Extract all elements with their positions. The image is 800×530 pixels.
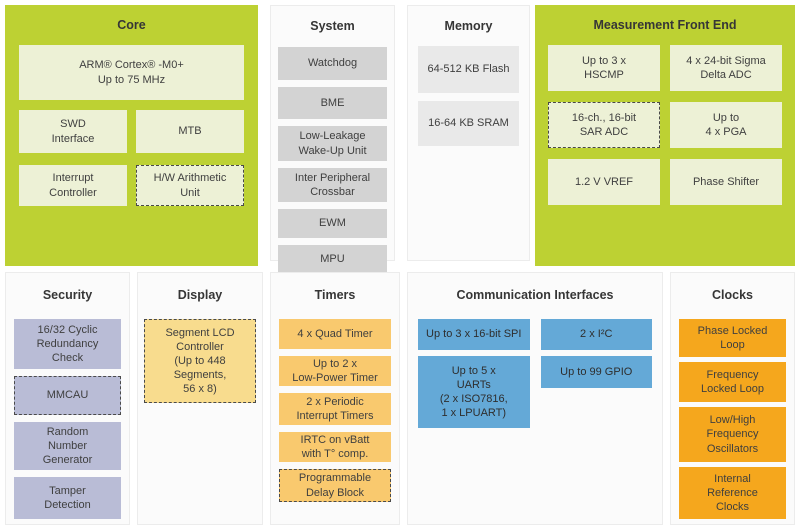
block-phase-shifter: Phase Shifter bbox=[670, 159, 782, 205]
block-flash: 64-512 KB Flash bbox=[418, 46, 519, 93]
clocks-section: Clocks Phase Locked Loop Frequency Locke… bbox=[670, 272, 795, 525]
memory-section: Memory 64-512 KB Flash 16-64 KB SRAM bbox=[407, 5, 530, 261]
block-ewm: EWM bbox=[278, 209, 387, 238]
block-random-number-generator: Random Number Generator bbox=[14, 422, 121, 470]
timers-section-title: Timers bbox=[314, 288, 356, 302]
block-internal-reference-clocks: Internal Reference Clocks bbox=[679, 467, 786, 519]
block-frequency-locked-loop: Frequency Locked Loop bbox=[679, 362, 786, 402]
clocks-section-title: Clocks bbox=[712, 288, 753, 302]
block-crc: 16/32 Cyclic Redundancy Check bbox=[14, 319, 121, 369]
block-spi: Up to 3 x 16-bit SPI bbox=[418, 319, 530, 350]
core-section-title: Core bbox=[117, 18, 146, 32]
security-section-title: Security bbox=[42, 288, 93, 302]
block-mtb: MTB bbox=[136, 110, 244, 153]
block-sigma-delta-adc: 4 x 24-bit Sigma Delta ADC bbox=[670, 45, 782, 91]
block-interrupt-controller: Interrupt Controller bbox=[19, 165, 127, 206]
block-oscillators: Low/High Frequency Oscillators bbox=[679, 407, 786, 462]
block-pga: Up to 4 x PGA bbox=[670, 102, 782, 148]
block-tamper-detection: Tamper Detection bbox=[14, 477, 121, 519]
security-section: Security 16/32 Cyclic Redundancy Check M… bbox=[5, 272, 130, 525]
communication-interfaces-section: Communication Interfaces Up to 3 x 16-bi… bbox=[407, 272, 663, 525]
block-i2c: 2 x I²C bbox=[540, 319, 652, 350]
block-mpu: MPU bbox=[278, 245, 387, 274]
block-low-power-timer: Up to 2 x Low-Power Timer bbox=[279, 356, 391, 386]
system-section-title: System bbox=[310, 19, 355, 33]
system-section: System Watchdog BME Low-Leakage Wake-Up … bbox=[270, 5, 395, 274]
display-section: Display Segment LCD Controller (Up to 44… bbox=[137, 272, 263, 525]
block-inter-peripheral-crossbar: Inter Peripheral Crossbar bbox=[278, 168, 387, 202]
core-section: Core ARM® Cortex® -M0+ Up to 75 MHz SWD … bbox=[5, 5, 258, 266]
block-arm-cortex-m0plus: ARM® Cortex® -M0+ Up to 75 MHz bbox=[19, 45, 244, 100]
block-sram: 16-64 KB SRAM bbox=[418, 101, 519, 146]
measurement-front-end-section: Measurement Front End Up to 3 x HSCMP 4 … bbox=[535, 5, 795, 266]
measurement-front-end-title: Measurement Front End bbox=[593, 18, 737, 32]
block-sar-adc: 16-ch., 16-bit SAR ADC bbox=[548, 102, 660, 148]
block-gpio: Up to 99 GPIO bbox=[540, 356, 652, 388]
communication-interfaces-title: Communication Interfaces bbox=[456, 288, 614, 302]
block-periodic-interrupt-timers: 2 x Periodic Interrupt Timers bbox=[279, 393, 391, 425]
block-mmcau: MMCAU bbox=[14, 376, 121, 415]
block-hw-arithmetic-unit: H/W Arithmetic Unit bbox=[136, 165, 244, 206]
block-uarts: Up to 5 x UARTs (2 x ISO7816, 1 x LPUART… bbox=[418, 356, 530, 428]
memory-section-title: Memory bbox=[444, 19, 493, 33]
block-quad-timer: 4 x Quad Timer bbox=[279, 319, 391, 349]
block-low-leakage-wakeup-unit: Low-Leakage Wake-Up Unit bbox=[278, 126, 387, 161]
block-programmable-delay-block: Programmable Delay Block bbox=[279, 469, 391, 502]
block-bme: BME bbox=[278, 87, 387, 119]
block-swd-interface: SWD Interface bbox=[19, 110, 127, 153]
block-vref: 1.2 V VREF bbox=[548, 159, 660, 205]
block-irtc: IRTC on vBatt with T° comp. bbox=[279, 432, 391, 462]
display-section-title: Display bbox=[177, 288, 223, 302]
block-watchdog: Watchdog bbox=[278, 47, 387, 80]
timers-section: Timers 4 x Quad Timer Up to 2 x Low-Powe… bbox=[270, 272, 400, 525]
block-phase-locked-loop: Phase Locked Loop bbox=[679, 319, 786, 357]
block-segment-lcd-controller: Segment LCD Controller (Up to 448 Segmen… bbox=[144, 319, 256, 403]
block-hscmp: Up to 3 x HSCMP bbox=[548, 45, 660, 91]
